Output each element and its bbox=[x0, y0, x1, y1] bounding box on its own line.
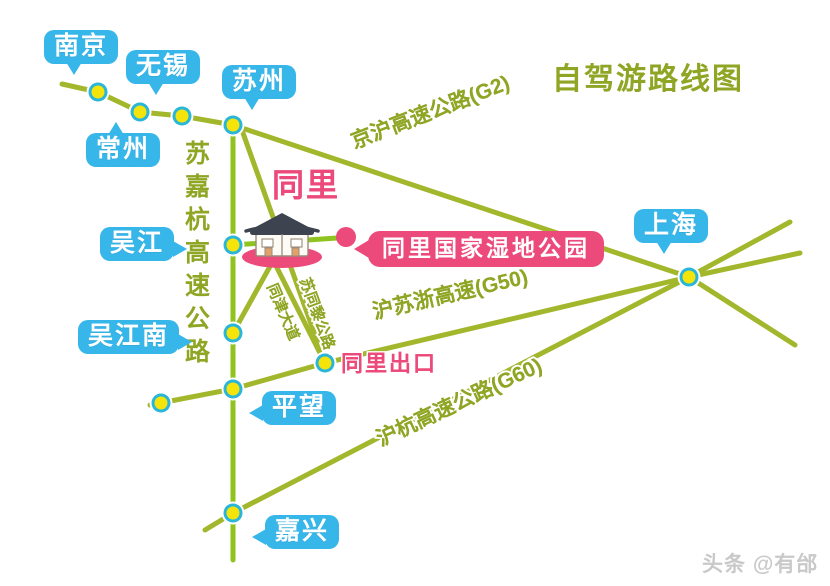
city-label-text: 上海 bbox=[644, 211, 699, 239]
road-tongjin-avenue bbox=[265, 247, 328, 366]
callout-tail bbox=[173, 241, 188, 257]
callout-tail bbox=[148, 82, 164, 95]
city-label-常州[interactable]: 常州 bbox=[86, 122, 161, 167]
node-layer bbox=[86, 80, 701, 525]
city-label-text: 嘉兴 bbox=[275, 517, 330, 545]
road-shanghai-spoke-ne bbox=[686, 219, 793, 280]
map-node-常州[interactable] bbox=[170, 104, 194, 128]
map-node-junction-2[interactable] bbox=[149, 391, 173, 415]
park-banner-text: 同里国家湿地公园 bbox=[382, 235, 590, 261]
tongli-town-title: 同里 bbox=[272, 167, 341, 203]
map-node-上海[interactable] bbox=[677, 265, 701, 289]
city-label-无锡[interactable]: 无锡 bbox=[126, 50, 201, 95]
banner-tail bbox=[354, 240, 369, 258]
page-title: 自驾游路线图 bbox=[552, 63, 744, 96]
city-label-text: 吴江南 bbox=[88, 322, 170, 350]
city-label-吴江南[interactable]: 吴江南 bbox=[78, 320, 193, 354]
city-label-text: 常州 bbox=[96, 135, 151, 163]
city-label-text: 吴江 bbox=[110, 229, 165, 257]
road-shanghai-spoke-se bbox=[686, 274, 798, 348]
park-banner[interactable]: 同里国家湿地公园 bbox=[354, 231, 604, 267]
map-node-junction-1[interactable] bbox=[313, 351, 337, 375]
city-label-平望[interactable]: 平望 bbox=[249, 391, 337, 425]
road-g50-husuzhe bbox=[147, 274, 692, 408]
road-g2-jinghu bbox=[230, 122, 692, 280]
tongli-exit-label: 同里出口 bbox=[341, 351, 438, 376]
city-label-南京[interactable]: 南京 bbox=[44, 30, 119, 75]
city-label-text: 平望 bbox=[272, 393, 327, 421]
city-label-text: 无锡 bbox=[136, 52, 191, 80]
road-shanghai-spoke-e bbox=[686, 250, 803, 280]
map-node-无锡[interactable] bbox=[128, 100, 152, 124]
map-node-吴江[interactable] bbox=[221, 233, 245, 257]
callout-tail bbox=[244, 97, 260, 110]
city-label-嘉兴[interactable]: 嘉兴 bbox=[252, 515, 340, 549]
city-label-苏州[interactable]: 苏州 bbox=[222, 65, 297, 110]
tongli-town-title: 同里 bbox=[270, 167, 341, 203]
callout-tail bbox=[66, 62, 82, 75]
map-node-平望[interactable] bbox=[221, 377, 245, 401]
watermark: 头条 @有邰 bbox=[702, 553, 819, 576]
callout-tail bbox=[252, 529, 266, 545]
map-node-南京[interactable] bbox=[86, 80, 110, 104]
tongli-exit-label: 同里出口 bbox=[339, 351, 438, 376]
city-label-text: 苏州 bbox=[232, 67, 287, 95]
callout-tail bbox=[178, 334, 193, 350]
map-node-吴江南[interactable] bbox=[221, 321, 245, 345]
city-label-吴江[interactable]: 吴江 bbox=[100, 227, 188, 261]
city-label-text: 南京 bbox=[54, 32, 109, 60]
city-label-上海[interactable]: 上海 bbox=[634, 209, 709, 254]
callout-tail bbox=[249, 405, 263, 421]
callout-tail bbox=[108, 122, 124, 135]
map-node-嘉兴[interactable] bbox=[221, 501, 245, 525]
tongli-house-icon bbox=[240, 205, 324, 269]
map-node-苏州[interactable] bbox=[221, 113, 245, 137]
park-location-dot bbox=[336, 227, 356, 247]
callout-tail bbox=[656, 241, 672, 254]
